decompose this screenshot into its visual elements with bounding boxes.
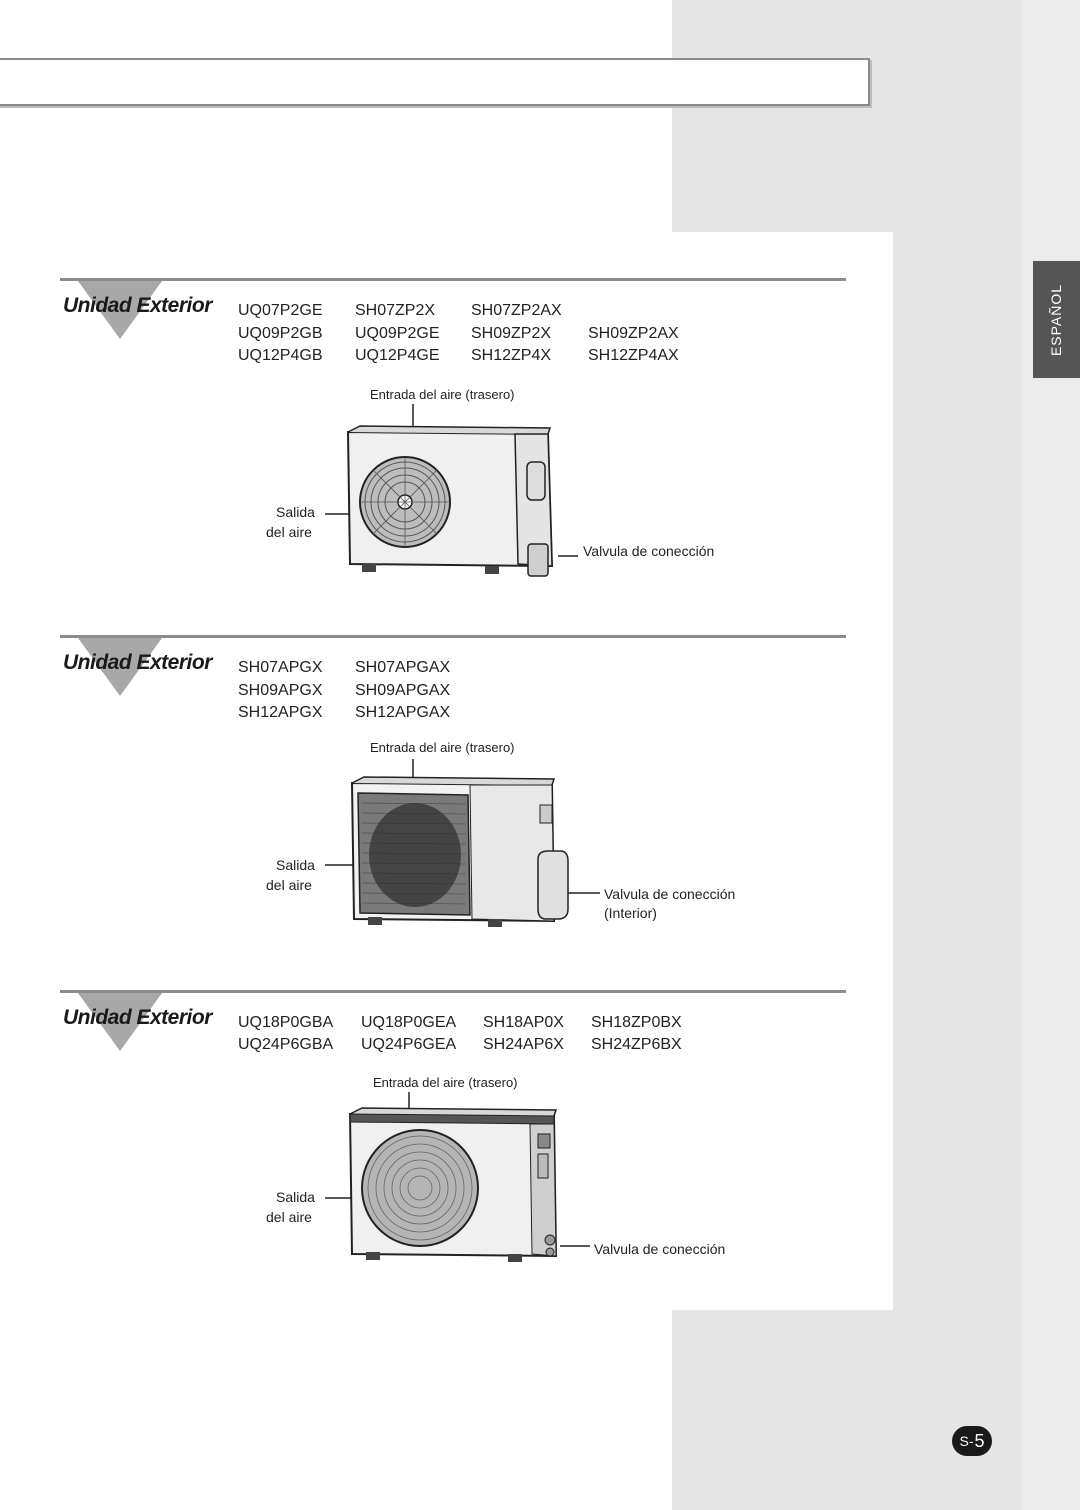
model-code: UQ18P0GBA [238, 1014, 334, 1031]
model-code: UQ09P2GE [355, 325, 440, 342]
model-code: SH09ZP2X [471, 325, 552, 342]
page-number: 5 [974, 1430, 985, 1451]
section-rule [60, 278, 846, 281]
section-rule [60, 635, 846, 638]
model-code: SH07ZP2AX [471, 302, 562, 319]
section-triangle-marker [78, 638, 162, 696]
model-code: SH24AP6X [483, 1036, 564, 1053]
label-air-outlet: Salida [276, 1189, 315, 1205]
model-code: SH24ZP6BX [591, 1036, 682, 1053]
model-code: UQ12P4GE [355, 347, 440, 364]
section-title: Unidad Exterior [63, 651, 212, 674]
label-air-intake: Entrada del aire (trasero) [370, 740, 515, 755]
section-triangle-marker [78, 993, 162, 1051]
model-code: SH07APGAX [355, 659, 451, 676]
background-panel-bottom [672, 1310, 1080, 1510]
model-code: SH12APGX [238, 704, 323, 721]
section-title: Unidad Exterior [63, 1006, 212, 1029]
model-code: SH09APGAX [355, 682, 451, 699]
label-air-outlet: Salida [276, 857, 315, 873]
model-code: SH12APGAX [355, 704, 451, 721]
outdoor-unit-illustration [325, 1092, 590, 1262]
model-code: UQ09P2GB [238, 325, 323, 342]
language-tab-label: ESPAÑOL [1048, 283, 1065, 356]
section-triangle-marker [78, 281, 162, 339]
outdoor-unit-illustration [325, 759, 600, 927]
label-air-intake: Entrada del aire (trasero) [373, 1075, 518, 1090]
model-code: SH09APGX [238, 682, 323, 699]
label-air-intake: Entrada del aire (trasero) [370, 387, 515, 402]
section-outdoor-unit-1: Unidad Exterior UQ07P2GE SH07ZP2X SH07ZP… [0, 278, 893, 608]
outdoor-unit-illustration [325, 404, 578, 577]
model-code: SH07APGX [238, 659, 323, 676]
label-connection-valve: Valvula de conección [594, 1241, 726, 1257]
model-code: UQ24P6GEA [361, 1036, 457, 1053]
model-code: SH09ZP2AX [588, 325, 679, 342]
side-strip [1022, 0, 1080, 1510]
page-number-badge: S-5 [952, 1426, 992, 1456]
label-connection-valve: Valvula de conección [583, 543, 715, 559]
section-outdoor-unit-3: Unidad Exterior UQ18P0GBA UQ18P0GEA SH18… [0, 990, 893, 1290]
model-code: UQ07P2GE [238, 302, 323, 319]
label-air-outlet: del aire [266, 1209, 312, 1225]
label-air-outlet: del aire [266, 524, 312, 540]
model-code: SH12ZP4X [471, 347, 552, 364]
background-panel-top [672, 0, 1080, 232]
model-code: SH07ZP2X [355, 302, 436, 319]
section-outdoor-unit-2: Unidad Exterior SH07APGX SH07APGAX SH09A… [0, 635, 893, 965]
page-number-prefix: S- [959, 1433, 974, 1449]
model-code: UQ24P6GBA [238, 1036, 334, 1053]
label-connection-valve-sub: (Interior) [604, 905, 657, 921]
label-air-outlet: Salida [276, 504, 315, 520]
model-code: SH18AP0X [483, 1014, 564, 1031]
header-title-box [0, 58, 870, 106]
model-code: SH18ZP0BX [591, 1014, 682, 1031]
language-tab: ESPAÑOL [1033, 261, 1080, 378]
section-title: Unidad Exterior [63, 294, 212, 317]
label-air-outlet: del aire [266, 877, 312, 893]
model-code: UQ18P0GEA [361, 1014, 457, 1031]
section-rule [60, 990, 846, 993]
label-connection-valve: Valvula de conección [604, 886, 736, 902]
model-code: SH12ZP4AX [588, 347, 679, 364]
model-code: UQ12P4GB [238, 347, 323, 364]
